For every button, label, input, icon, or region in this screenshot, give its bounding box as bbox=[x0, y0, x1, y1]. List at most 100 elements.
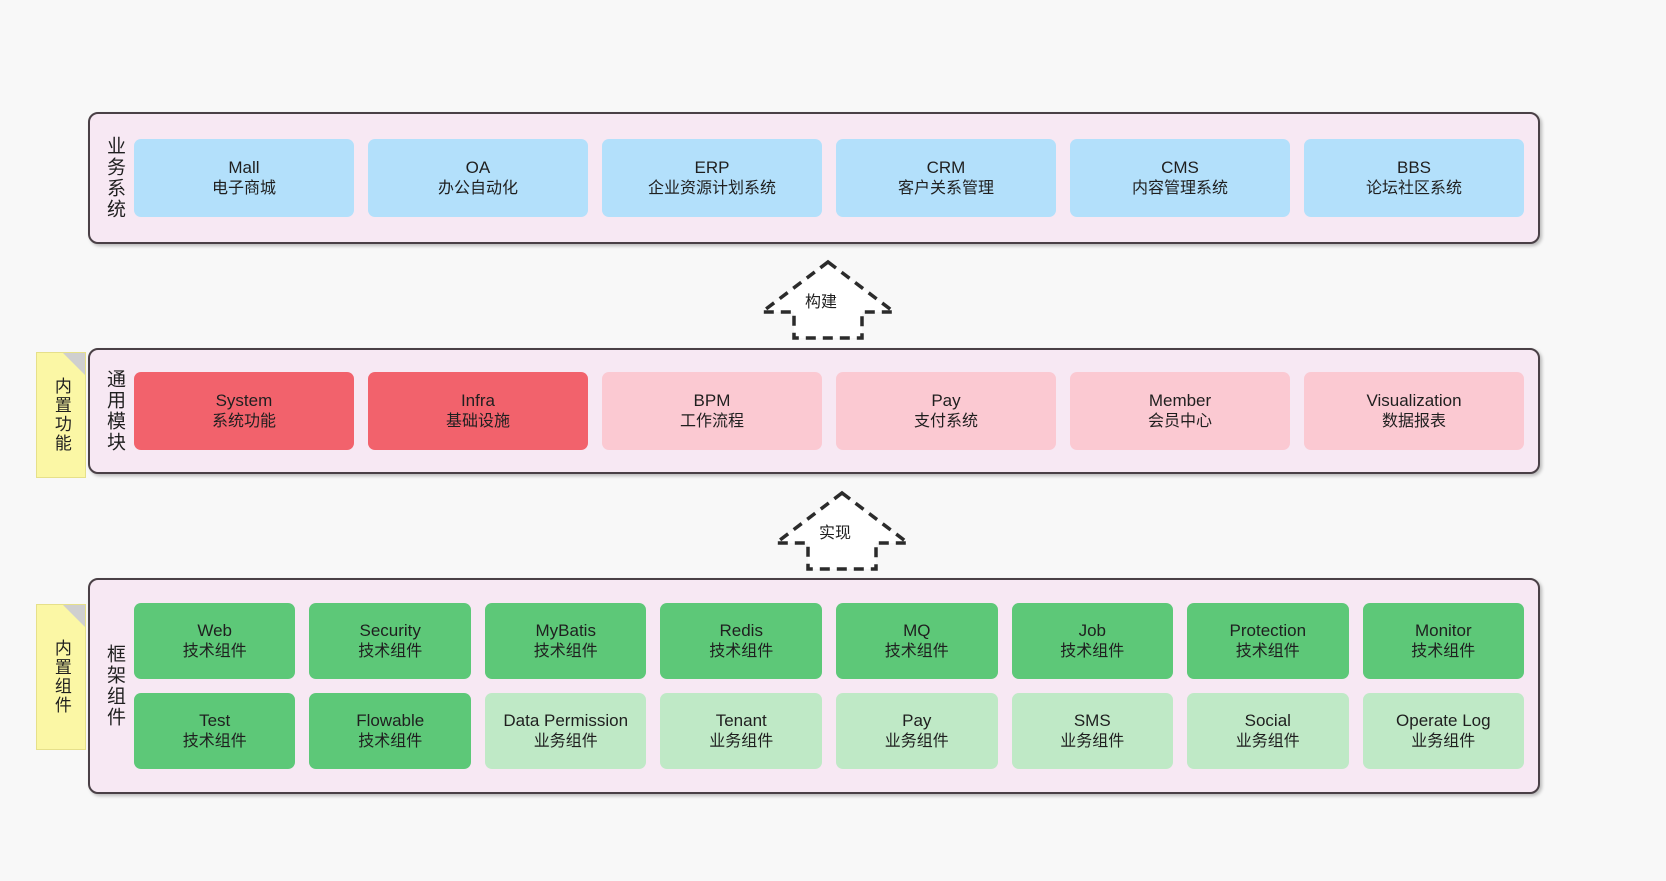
card-crm[interactable]: CRM 客户关系管理 bbox=[835, 139, 1056, 217]
card-flowable[interactable]: Flowable 技术组件 bbox=[309, 693, 471, 769]
card-mybatis[interactable]: MyBatis 技术组件 bbox=[484, 603, 647, 679]
card-title: Pay bbox=[902, 710, 932, 730]
card-title: Flowable bbox=[356, 710, 425, 730]
sticky-note-builtin-function: 内置功能 bbox=[36, 352, 86, 478]
card-erp[interactable]: ERP 企业资源计划系统 bbox=[601, 139, 822, 217]
card-cms[interactable]: CMS 内容管理系统 bbox=[1070, 139, 1291, 217]
layer-business-system: 业务系统 Mall 电子商城 OA 办公自动化 ERP 企业资源计划系统 CRM… bbox=[88, 112, 1540, 244]
card-subtitle: 技术组件 bbox=[1235, 642, 1300, 660]
card-subtitle: 技术组件 bbox=[533, 642, 598, 660]
sticky-note-label: 内置功能 bbox=[51, 377, 71, 453]
business-card-row: Mall 电子商城 OA 办公自动化 ERP 企业资源计划系统 CRM 客户关系… bbox=[133, 139, 1525, 217]
card-subtitle: 工作流程 bbox=[679, 412, 744, 430]
card-sms[interactable]: SMS 业务组件 bbox=[1011, 693, 1174, 769]
card-title: Operate Log bbox=[1396, 710, 1491, 730]
card-subtitle: 业务组件 bbox=[1411, 732, 1476, 750]
card-visualization[interactable]: Visualization 数据报表 bbox=[1304, 372, 1525, 450]
layer-label-framework: 框架组件 bbox=[103, 644, 125, 728]
sticky-note-builtin-component: 内置组件 bbox=[36, 604, 86, 750]
card-system[interactable]: System 系统功能 bbox=[133, 372, 354, 450]
card-subtitle: 内容管理系统 bbox=[1132, 179, 1229, 197]
card-data-permission[interactable]: Data Permission 业务组件 bbox=[484, 693, 647, 769]
card-title: BPM bbox=[693, 390, 731, 410]
card-title: MyBatis bbox=[535, 620, 596, 640]
card-title: Redis bbox=[719, 620, 763, 640]
card-title: Social bbox=[1244, 710, 1291, 730]
layer-body-business: Mall 电子商城 OA 办公自动化 ERP 企业资源计划系统 CRM 客户关系… bbox=[133, 114, 1538, 242]
card-title: Security bbox=[359, 620, 421, 640]
card-pay-module[interactable]: Pay 支付系统 bbox=[835, 372, 1056, 450]
card-title: CRM bbox=[926, 157, 966, 177]
card-title: Data Permission bbox=[503, 710, 629, 730]
card-protection[interactable]: Protection 技术组件 bbox=[1187, 603, 1349, 679]
card-title: Job bbox=[1078, 620, 1106, 640]
card-subtitle: 支付系统 bbox=[913, 412, 978, 430]
card-tenant[interactable]: Tenant 业务组件 bbox=[660, 693, 822, 769]
card-subtitle: 业务组件 bbox=[709, 732, 774, 750]
card-subtitle: 技术组件 bbox=[358, 642, 423, 660]
card-title: CMS bbox=[1161, 157, 1199, 177]
card-subtitle: 客户关系管理 bbox=[897, 179, 994, 197]
card-subtitle: 企业资源计划系统 bbox=[647, 179, 776, 197]
card-oa[interactable]: OA 办公自动化 bbox=[367, 139, 588, 217]
card-bpm[interactable]: BPM 工作流程 bbox=[601, 372, 822, 450]
card-subtitle: 技术组件 bbox=[1411, 642, 1476, 660]
layer-common-module: 通用模块 System 系统功能 Infra 基础设施 BPM 工作流程 Pay… bbox=[88, 348, 1540, 474]
card-subtitle: 办公自动化 bbox=[437, 179, 518, 197]
common-card-row: System 系统功能 Infra 基础设施 BPM 工作流程 Pay 支付系统… bbox=[133, 372, 1525, 450]
card-redis[interactable]: Redis 技术组件 bbox=[660, 603, 822, 679]
card-subtitle: 数据报表 bbox=[1382, 412, 1447, 430]
card-job[interactable]: Job 技术组件 bbox=[1011, 603, 1174, 679]
card-subtitle: 技术组件 bbox=[884, 642, 949, 660]
card-title: OA bbox=[465, 157, 491, 177]
layer-body-framework: Web 技术组件 Security 技术组件 MyBatis 技术组件 Redi… bbox=[133, 580, 1538, 792]
card-infra[interactable]: Infra 基础设施 bbox=[367, 372, 588, 450]
card-test[interactable]: Test 技术组件 bbox=[133, 693, 296, 769]
card-title: BBS bbox=[1397, 157, 1432, 177]
card-title: Web bbox=[197, 620, 233, 640]
card-operate-log[interactable]: Operate Log 业务组件 bbox=[1362, 693, 1525, 769]
framework-tech-row: Web 技术组件 Security 技术组件 MyBatis 技术组件 Redi… bbox=[133, 603, 1525, 679]
card-title: System bbox=[215, 390, 273, 410]
layer-label-business: 业务系统 bbox=[103, 136, 125, 220]
card-title: MQ bbox=[903, 620, 931, 640]
page-fold-icon bbox=[63, 353, 85, 375]
card-subtitle: 系统功能 bbox=[211, 412, 276, 430]
layer-framework-component: 框架组件 Web 技术组件 Security 技术组件 MyBatis 技术组件 bbox=[88, 578, 1540, 794]
card-title: Monitor bbox=[1414, 620, 1472, 640]
card-subtitle: 电子商城 bbox=[211, 179, 276, 197]
card-subtitle: 业务组件 bbox=[533, 732, 598, 750]
framework-business-row: Test 技术组件 Flowable 技术组件 Data Permission … bbox=[133, 693, 1525, 769]
card-security[interactable]: Security 技术组件 bbox=[309, 603, 471, 679]
card-title: Visualization bbox=[1366, 390, 1462, 410]
card-web[interactable]: Web 技术组件 bbox=[133, 603, 296, 679]
card-mq[interactable]: MQ 技术组件 bbox=[836, 603, 998, 679]
card-social[interactable]: Social 业务组件 bbox=[1187, 693, 1349, 769]
card-pay-component[interactable]: Pay 业务组件 bbox=[836, 693, 998, 769]
card-subtitle: 技术组件 bbox=[182, 642, 247, 660]
card-title: Protection bbox=[1229, 620, 1307, 640]
connector-implement-label: 实现 bbox=[818, 519, 853, 543]
card-subtitle: 技术组件 bbox=[709, 642, 774, 660]
framework-card-grid: Web 技术组件 Security 技术组件 MyBatis 技术组件 Redi… bbox=[133, 587, 1525, 785]
card-subtitle: 基础设施 bbox=[445, 412, 510, 430]
card-bbs[interactable]: BBS 论坛社区系统 bbox=[1304, 139, 1525, 217]
card-title: Mall bbox=[228, 157, 260, 177]
card-title: ERP bbox=[694, 157, 730, 177]
card-member[interactable]: Member 会员中心 bbox=[1070, 372, 1291, 450]
card-title: Infra bbox=[460, 390, 495, 410]
page-fold-icon bbox=[63, 605, 85, 627]
card-subtitle: 技术组件 bbox=[358, 732, 423, 750]
connector-build: 构建 bbox=[756, 258, 900, 340]
card-subtitle: 论坛社区系统 bbox=[1366, 179, 1463, 197]
card-title: SMS bbox=[1073, 710, 1111, 730]
card-subtitle: 业务组件 bbox=[1235, 732, 1300, 750]
card-mall[interactable]: Mall 电子商城 bbox=[133, 139, 354, 217]
card-subtitle: 业务组件 bbox=[884, 732, 949, 750]
layer-label-common: 通用模块 bbox=[103, 369, 125, 453]
card-subtitle: 技术组件 bbox=[182, 732, 247, 750]
card-title: Member bbox=[1148, 390, 1212, 410]
sticky-note-label: 内置组件 bbox=[51, 639, 71, 715]
card-monitor[interactable]: Monitor 技术组件 bbox=[1362, 603, 1525, 679]
